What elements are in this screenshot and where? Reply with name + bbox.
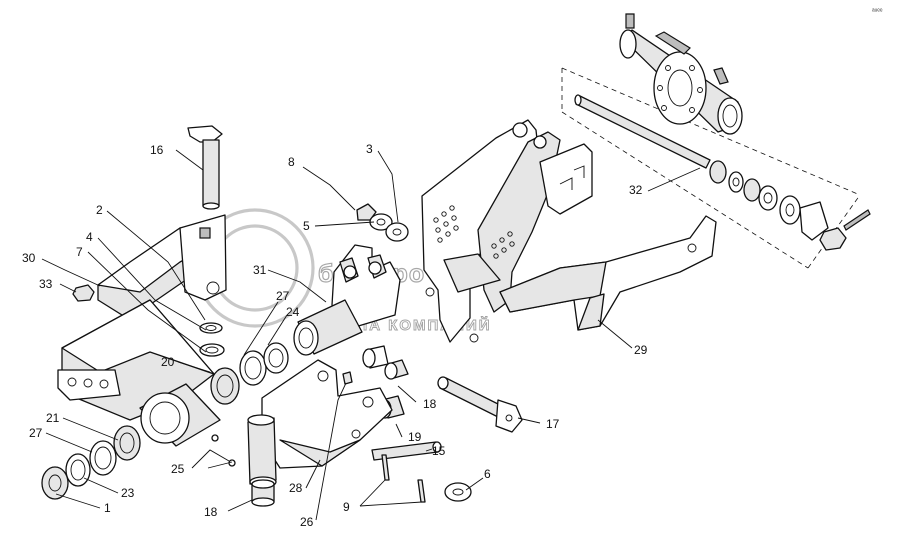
callout-5: 5: [303, 219, 310, 233]
part-23-seal: [65, 453, 91, 487]
part-17-pin: [437, 376, 523, 433]
callout-23: 23: [121, 486, 135, 500]
callout-18-upper: 18: [423, 397, 437, 411]
callout-3: 3: [366, 142, 373, 156]
callout-21: 21: [46, 411, 60, 425]
part-1-castle-nut: [41, 466, 69, 500]
part-6-washer: [444, 482, 472, 502]
corner-mark: ᵃᵘᵉᵉ: [872, 8, 883, 15]
part-28-link-arm: [247, 359, 393, 488]
part-16-pin: [187, 125, 223, 210]
part-32-shaft-assembly: [561, 13, 871, 269]
central-linkage-plates: [421, 119, 593, 343]
callout-29: 29: [634, 343, 648, 357]
part-24-seal: [263, 342, 289, 374]
part-27-bearing-left: [89, 440, 117, 476]
callout-2: 2: [96, 203, 103, 217]
part-4-washer: [199, 322, 223, 334]
leader-lines: [41, 149, 701, 521]
callout-24: 24: [286, 305, 300, 319]
part-15-pin: [371, 441, 442, 461]
part-29-long-bar: [499, 215, 717, 331]
callout-15: 15: [432, 444, 446, 458]
callout-33: 33: [39, 277, 53, 291]
part-20-ring: [210, 367, 240, 405]
callout-26: 26: [300, 515, 314, 529]
main-frame-beam: [57, 214, 236, 467]
callout-9: 9: [343, 500, 350, 514]
callout-18-lower: 18: [204, 505, 218, 519]
part-18-bushing-lower: [251, 479, 275, 507]
callout-27-left: 27: [29, 426, 43, 440]
callout-4: 4: [86, 230, 93, 244]
callout-17: 17: [546, 417, 560, 431]
part-9-cotter-pins: [381, 454, 426, 503]
part-26-grease-nipple: [342, 371, 353, 385]
callout-25: 25: [171, 462, 185, 476]
callout-7: 7: [76, 245, 83, 259]
callout-31: 31: [253, 263, 267, 277]
part-27-bearing-mid: [239, 350, 267, 386]
part-18-bushing-upper: [384, 359, 409, 380]
part-33-nut: [72, 284, 95, 302]
part-21-bearing: [113, 425, 141, 461]
part-31-pivot-bracket: [293, 244, 401, 356]
callout-numbers: 16 2 4 7 30 33 20 21 27 23 1 25 27 24 31…: [22, 142, 648, 529]
callout-6: 6: [484, 467, 491, 481]
callout-19: 19: [408, 430, 422, 444]
part-20-washer: [199, 343, 225, 357]
callout-27-mid: 27: [276, 289, 290, 303]
callout-1: 1: [104, 501, 111, 515]
callout-28: 28: [289, 481, 303, 495]
callout-16: 16: [150, 143, 164, 157]
callout-8: 8: [288, 155, 295, 169]
part-18-spacer-upper: [362, 345, 389, 369]
callout-32: 32: [629, 183, 643, 197]
part-3-washer: [385, 222, 409, 242]
callout-30: 30: [22, 251, 36, 265]
callout-20: 20: [161, 355, 175, 369]
